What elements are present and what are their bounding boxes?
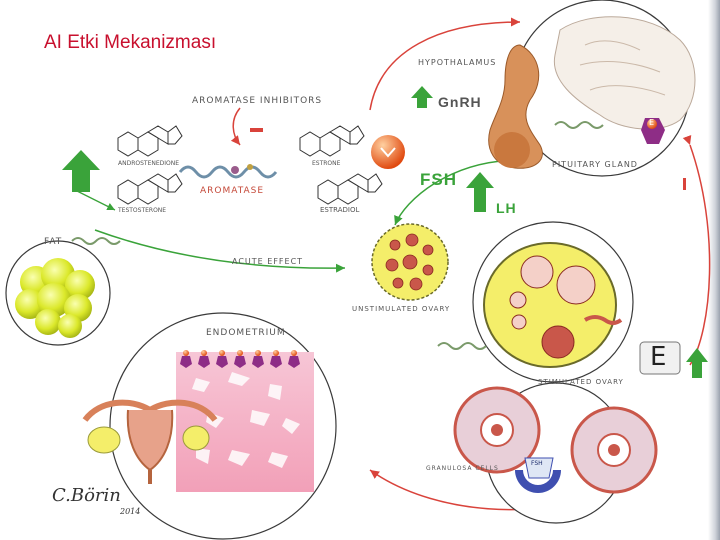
androstenedione-label: ANDROSTENEDIONE — [118, 160, 180, 167]
estrogen-box — [639, 341, 681, 375]
fsh-label: FSH — [420, 170, 457, 189]
estrone-structure — [299, 125, 365, 157]
estradiol-structure — [317, 173, 383, 205]
cycle-arrow-right — [682, 135, 711, 366]
dna-strand-ovary — [437, 342, 487, 350]
fsh-lh-arrow — [394, 159, 521, 226]
fsh-up-arrow-icon — [466, 172, 494, 212]
aromatase-label: AROMATASE — [200, 186, 265, 196]
signature-year: 2014 — [120, 507, 141, 516]
uterus-icon — [82, 399, 218, 484]
slide-edge — [708, 0, 720, 540]
androgen-up-arrow-icon — [62, 150, 100, 192]
pituitary-gland-label: PITUITARY GLAND — [552, 160, 638, 169]
androstenedione-structure — [117, 125, 183, 157]
estrogen-small-label: E — [649, 118, 655, 127]
stimulated-follicles — [509, 255, 623, 359]
estrogen-box-label: E — [650, 342, 667, 372]
dna-strand-pituitary — [554, 121, 604, 129]
estrogen-up-arrow-icon — [686, 348, 708, 378]
hypothalamus-label: HYPOTHALAMUS — [418, 58, 497, 67]
unstimulated-ovary-label: UNSTIMULATED OVARY — [352, 305, 451, 313]
estradiol-label: ESTRADIOL — [320, 206, 360, 214]
fat-label: FAT — [44, 237, 63, 247]
inhibit-mark-label: I — [681, 176, 683, 178]
inhibit-mark-icon — [683, 178, 686, 190]
artist-signature: C.Börin — [52, 485, 121, 506]
aromatase-arrow — [74, 189, 116, 211]
minus-sign-label: – — [252, 118, 254, 120]
slide-title: AI Etki Mekanizması — [44, 32, 217, 53]
estrogen-receptors-row — [180, 356, 300, 368]
cycle-arrow-top — [369, 17, 521, 111]
inhibitor-arrow — [230, 107, 241, 146]
gnrh-label: GnRH — [438, 94, 482, 110]
acute-effect-arrow — [94, 229, 346, 273]
granulosa-cells-label: GRANULOSA CELLS — [426, 465, 499, 472]
endometrium-label: ENDOMETRIUM — [206, 328, 286, 338]
testosterone-label: TESTOSTERONE — [118, 207, 167, 214]
aromatase-inhibitor-ball — [371, 135, 405, 169]
gnrh-up-arrow-icon — [411, 86, 433, 108]
lh-label: LH — [496, 200, 517, 216]
endometrium-glands — [192, 372, 300, 468]
stimulated-ovary-label: STIMULATED OVARY — [538, 378, 624, 386]
testosterone-structure — [117, 173, 183, 205]
estrogen-balls-row — [183, 350, 297, 356]
fsh-receptor-label: FSH — [531, 460, 543, 467]
aromatase-inhibitors-label: AROMATASE INHIBITORS — [192, 96, 323, 106]
unstimulated-follicles — [385, 233, 434, 291]
fat-cells-icon — [15, 258, 95, 338]
fsh-receptor-icon — [515, 457, 561, 493]
acute-effect-label: ACUTE EFFECT — [232, 257, 304, 266]
granulosa-cell-left — [453, 386, 541, 474]
brain-icon — [553, 16, 696, 130]
granulosa-cell-right — [570, 406, 658, 494]
dna-strand-fat — [71, 237, 121, 245]
estrogen-molecule-pituitary — [641, 118, 665, 144]
minus-sign-icon — [250, 128, 263, 132]
estrone-label: ESTRONE — [312, 160, 341, 167]
aromatase-enzyme — [178, 165, 278, 179]
